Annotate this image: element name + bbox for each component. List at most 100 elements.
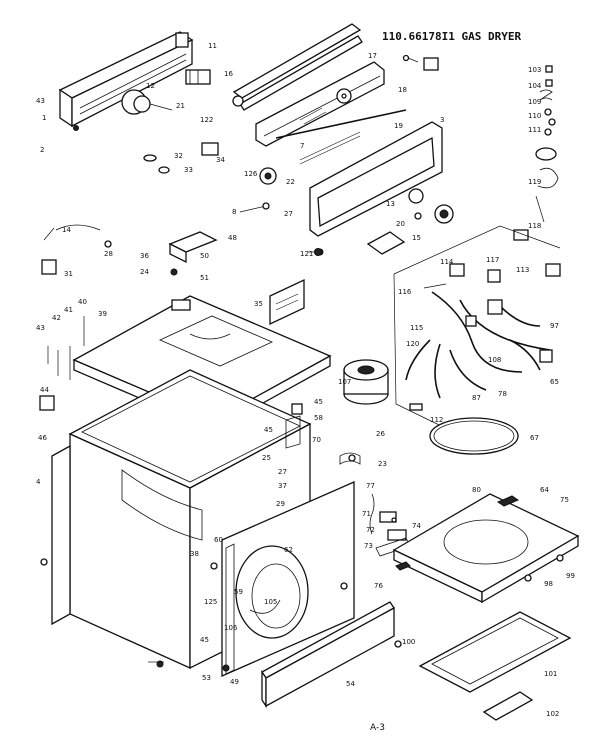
timer-motor xyxy=(121,89,173,115)
part-label: 25 xyxy=(262,454,271,462)
part-label: 71 xyxy=(362,510,371,518)
part-label: 23 xyxy=(378,460,387,468)
part-label: 4 xyxy=(36,478,41,486)
part-label: 126 xyxy=(244,170,258,178)
part-label: 20 xyxy=(396,220,405,228)
part-label: 39 xyxy=(98,310,107,318)
screws-left xyxy=(39,224,112,411)
part-label: 62 xyxy=(284,546,293,554)
part-label: 120 xyxy=(406,340,419,348)
base-plate-75 xyxy=(392,493,580,604)
part-label: 104 xyxy=(528,82,542,90)
panel-48 xyxy=(269,278,305,326)
part-label: 75 xyxy=(560,496,569,504)
part-label: 14 xyxy=(62,226,71,234)
part-label: 77 xyxy=(366,482,375,490)
part-label: 34 xyxy=(216,156,225,164)
part-label: 110 xyxy=(528,112,541,120)
part-label: 32 xyxy=(174,152,183,160)
part-label: 46 xyxy=(38,434,47,442)
part-label: 24 xyxy=(140,268,149,276)
part-label: 70 xyxy=(312,436,321,444)
part-label: 65 xyxy=(550,378,559,386)
small-bracket-20 xyxy=(366,231,406,255)
part-label: 64 xyxy=(540,486,549,494)
part-label: 58 xyxy=(314,414,323,422)
part-label: 80 xyxy=(472,486,481,494)
part-label: 119 xyxy=(528,178,541,186)
part-label: 67 xyxy=(530,434,539,442)
part-label: 35 xyxy=(254,300,263,308)
part-label: 78 xyxy=(498,390,507,398)
part-label: 16 xyxy=(224,70,233,78)
part-label: 100 xyxy=(402,638,415,646)
blower-motor xyxy=(343,359,389,405)
part-label: 19 xyxy=(394,122,403,130)
part-label: 37 xyxy=(278,482,287,490)
part-label: 28 xyxy=(104,250,113,258)
part-label: 33 xyxy=(184,166,193,174)
part-label: 99 xyxy=(566,572,575,580)
part-label: 53 xyxy=(202,674,211,682)
part-labels: 11 43 1 2 16 12 21 32 33 122 34 17 18 19… xyxy=(36,42,575,718)
part-label: 42 xyxy=(52,314,61,322)
front-trim-17-18 xyxy=(255,61,385,147)
part-label: 26 xyxy=(376,430,385,438)
part-label: 1 xyxy=(42,114,46,122)
part-label: 60 xyxy=(214,536,223,544)
part-label: 98 xyxy=(544,580,553,588)
part-label: 31 xyxy=(64,270,73,278)
part-label: 45 xyxy=(264,426,273,434)
part-label: 21 xyxy=(176,102,185,110)
part-label: 112 xyxy=(430,416,443,424)
lint-parts-70-23 xyxy=(285,403,361,465)
part-label: 109 xyxy=(528,98,541,106)
part-label: 59 xyxy=(234,588,243,596)
part-label: 105 xyxy=(264,598,277,606)
part-label: 49 xyxy=(230,678,239,686)
front-panel xyxy=(221,481,355,677)
part-label: 17 xyxy=(368,52,377,60)
page-number: A-3 xyxy=(370,723,385,733)
part-label: 43 xyxy=(36,97,45,105)
part-label: 51 xyxy=(200,274,209,282)
console-assembly xyxy=(58,31,194,131)
hinge-parts-71-76 xyxy=(369,493,411,557)
harness-bracket-line xyxy=(393,225,561,275)
part-label: 113 xyxy=(516,266,529,274)
part-label: 87 xyxy=(472,394,481,402)
part-label: 43 xyxy=(36,324,45,332)
thermostat-cover xyxy=(168,231,218,276)
part-label: 122 xyxy=(200,116,213,124)
switch-16 xyxy=(185,69,211,85)
part-label: 107 xyxy=(338,378,351,386)
part-label: 48 xyxy=(228,234,237,242)
switch-top-right xyxy=(402,54,439,71)
part-label: 29 xyxy=(276,500,285,508)
part-label: 108 xyxy=(488,356,501,364)
door-striker-bar xyxy=(275,109,407,165)
part-label: 27 xyxy=(284,210,293,218)
part-label: 22 xyxy=(286,178,295,186)
small-parts-32-34 xyxy=(143,142,277,185)
part-label: 45 xyxy=(314,398,323,406)
part-label: 103 xyxy=(528,66,541,74)
model-title: 110.66178I1 GAS DRYER xyxy=(382,30,521,43)
part-label: 50 xyxy=(200,252,209,260)
part-label: 116 xyxy=(398,288,412,296)
part-label: 118 xyxy=(528,222,541,230)
drum-seal-ring xyxy=(429,417,519,455)
part-label: 2 xyxy=(40,146,44,154)
part-label: 44 xyxy=(40,386,49,394)
part-label: 11 xyxy=(208,42,217,50)
part-label: 13 xyxy=(386,200,395,208)
spring-column xyxy=(513,65,559,241)
part-label: 8 xyxy=(232,208,236,216)
part-label: 54 xyxy=(346,680,355,688)
door-trim-77 xyxy=(261,601,395,709)
part-label: 27 xyxy=(278,468,287,476)
part-label: 15 xyxy=(412,234,421,242)
part-label: 72 xyxy=(366,526,375,534)
part-label: 121 xyxy=(300,250,313,258)
